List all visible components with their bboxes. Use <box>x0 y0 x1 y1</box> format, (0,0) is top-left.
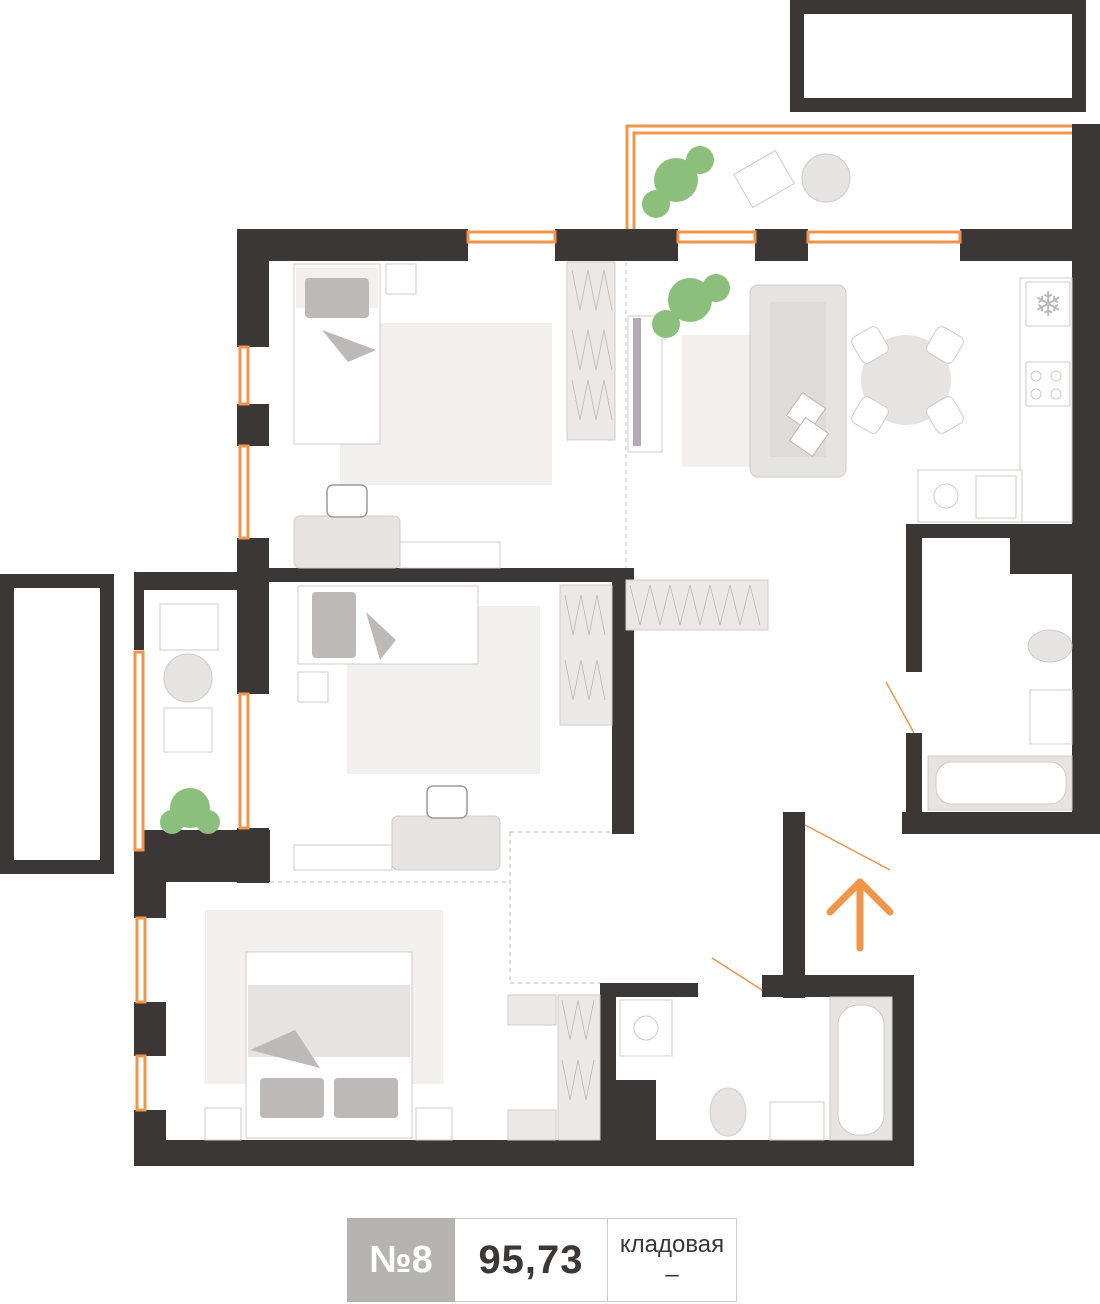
balcony-furniture <box>159 149 851 753</box>
apartment-info-bar: №8 95,73 кладовая – <box>347 1218 737 1302</box>
bed-room-2 <box>297 585 479 703</box>
snowflake-icon: ❄ <box>1034 285 1063 325</box>
bed-master <box>204 951 453 1141</box>
entrance-arrow-icon <box>826 878 894 952</box>
wardrobe-hatching <box>561 269 761 1101</box>
apartment-area: 95,73 <box>455 1218 608 1302</box>
dashed-dividers <box>270 262 627 984</box>
kitchen <box>917 277 1073 523</box>
storage-frames <box>0 0 1086 874</box>
storage-value: – <box>665 1261 679 1288</box>
door-swings <box>711 681 915 991</box>
dining-table <box>851 326 964 434</box>
walls <box>134 124 1100 1166</box>
plant-icon <box>160 146 730 834</box>
storage-cell: кладовая – <box>608 1218 737 1302</box>
desks <box>293 484 501 871</box>
apartment-number: №8 <box>347 1218 455 1302</box>
floor-plan: ❄ <box>0 0 1100 1166</box>
balcony-railing <box>625 124 1072 229</box>
tv-stand <box>627 315 663 453</box>
bathroom-1 <box>927 629 1073 811</box>
sofa <box>749 284 847 478</box>
storage-label: кладовая <box>619 1231 725 1258</box>
bathroom-2 <box>619 996 893 1141</box>
wardrobes <box>507 261 769 1141</box>
bed-room-1 <box>293 263 417 445</box>
windows <box>133 230 962 1112</box>
